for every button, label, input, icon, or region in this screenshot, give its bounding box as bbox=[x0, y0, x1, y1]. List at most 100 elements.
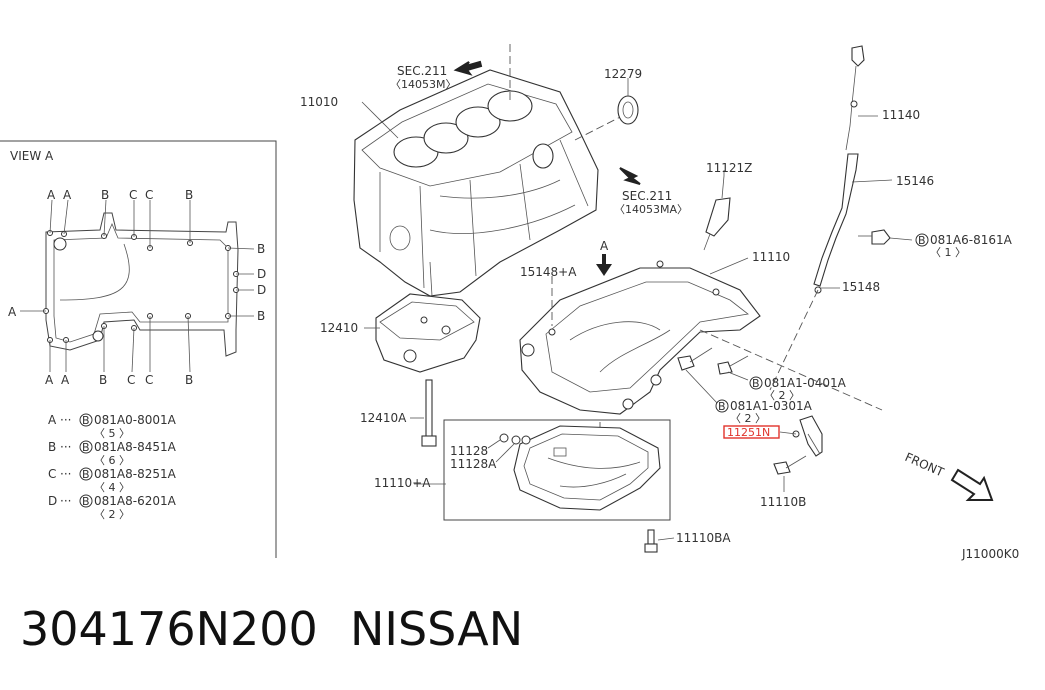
right-letter-2: D bbox=[257, 267, 266, 281]
svg-text:〈 5 〉: 〈 5 〉 bbox=[94, 427, 130, 440]
svg-text:B: B bbox=[918, 234, 926, 247]
label-11251n: 11251N bbox=[727, 426, 770, 439]
arrow-right-icon bbox=[619, 167, 641, 185]
footer-part-number: 304176N200 bbox=[20, 602, 318, 656]
top-letter-6: B bbox=[185, 188, 193, 202]
svg-text:B: B bbox=[82, 441, 90, 454]
label-leaders bbox=[361, 78, 913, 492]
oil-pan-upper-11110 bbox=[519, 260, 761, 415]
view-a-legend: A ··· B 081A0-8001A 〈 5 〉 B ··· B 081A8-… bbox=[48, 413, 177, 521]
svg-text:081A8-8451A: 081A8-8451A bbox=[94, 440, 177, 454]
svg-text:B: B bbox=[48, 440, 56, 454]
svg-text:081A0-8001A: 081A0-8001A bbox=[94, 413, 177, 427]
svg-text:SEC.211: SEC.211 bbox=[622, 189, 672, 203]
bolt-callout-081a1-0401a: B 081A1-0401A 〈 2 〉 bbox=[749, 376, 847, 402]
svg-text:〈 2 〉: 〈 2 〉 bbox=[764, 389, 800, 402]
legend-row-a: A ··· B 081A0-8001A 〈 5 〉 bbox=[48, 413, 177, 440]
svg-text:D: D bbox=[48, 494, 57, 508]
label-15146: 15146 bbox=[896, 174, 934, 188]
cylinder-block bbox=[353, 69, 599, 297]
bolt-marker-icon bbox=[915, 233, 929, 247]
svg-text:〈14053MA〉: 〈14053MA〉 bbox=[614, 203, 688, 216]
bolt-marker-icon bbox=[79, 413, 93, 427]
dipstick-11140 bbox=[845, 45, 865, 151]
top-letter-1: A bbox=[47, 188, 56, 202]
svg-text:B: B bbox=[82, 414, 90, 427]
label-11110b: 11110B bbox=[760, 495, 806, 509]
svg-text:〈 2 〉: 〈 2 〉 bbox=[730, 412, 766, 425]
svg-text:081A6-8161A: 081A6-8161A bbox=[930, 233, 1013, 247]
svg-text:081A8-6201A: 081A8-6201A bbox=[94, 494, 177, 508]
bottom-letter-5: C bbox=[145, 373, 153, 387]
svg-text:B: B bbox=[82, 495, 90, 508]
label-12279: 12279 bbox=[604, 67, 642, 81]
diagram-code: J11000K0 bbox=[961, 547, 1019, 561]
seal-12279 bbox=[617, 82, 639, 125]
bottom-letter-1: A bbox=[45, 373, 54, 387]
label-11128: 11128 bbox=[450, 444, 488, 458]
view-a-leaders bbox=[20, 199, 255, 373]
top-letter-4: C bbox=[129, 188, 137, 202]
oil-pump-12410 bbox=[375, 293, 481, 373]
part-11121z bbox=[703, 175, 731, 251]
bolt-callout-081a1-0301a: B 081A1-0301A 〈 2 〉 bbox=[715, 399, 813, 425]
legend-row-d: D ··· B 081A8-6201A 〈 2 〉 bbox=[48, 494, 177, 521]
drain-plug-11128 bbox=[487, 433, 521, 463]
svg-text:〈14053M〉: 〈14053M〉 bbox=[390, 78, 456, 91]
bolt-11110b bbox=[773, 455, 807, 475]
sec-211-arrow-left: SEC.211 〈14053M〉 bbox=[390, 60, 483, 91]
label-12410a: 12410A bbox=[360, 411, 407, 425]
bolt-marker-icon bbox=[715, 399, 729, 413]
svg-text:081A1-0401A: 081A1-0401A bbox=[764, 376, 847, 390]
svg-text:B: B bbox=[718, 400, 726, 413]
label-11010: 11010 bbox=[300, 95, 338, 109]
svg-text:B: B bbox=[82, 468, 90, 481]
front-arrow-icon bbox=[950, 468, 994, 501]
legend-row-b: B ··· B 081A8-8451A 〈 6 〉 bbox=[48, 440, 177, 467]
bolt-11110ba bbox=[644, 529, 675, 553]
label-11110: 11110 bbox=[752, 250, 790, 264]
oil-pan-lower-box bbox=[443, 419, 671, 521]
right-letter-4: B bbox=[257, 309, 265, 323]
view-a-letters: A A B C C B A A B C C B A B D D B bbox=[8, 188, 266, 387]
bolt-081a6 bbox=[858, 229, 891, 245]
label-15148a: 15148+A bbox=[520, 265, 577, 279]
bolt-081a1-0401a bbox=[717, 355, 749, 375]
label-12410: 12410 bbox=[320, 321, 358, 335]
view-a-arrow: A bbox=[596, 239, 612, 276]
bolt-081a1-0301a bbox=[677, 347, 713, 371]
svg-text:A: A bbox=[48, 413, 57, 427]
bottom-letter-6: B bbox=[185, 373, 193, 387]
arrow-down-icon bbox=[596, 264, 612, 276]
part-labels: 11010 12279 11121Z 11140 15146 15148+A 1… bbox=[300, 67, 934, 545]
bolt-marker-icon bbox=[79, 494, 93, 508]
svg-text:081A8-8251A: 081A8-8251A bbox=[94, 467, 177, 481]
bracket-11251n bbox=[792, 415, 823, 457]
svg-text:〈 4 〉: 〈 4 〉 bbox=[94, 481, 130, 494]
svg-text:···: ··· bbox=[60, 413, 71, 427]
svg-text:〈 6 〉: 〈 6 〉 bbox=[94, 454, 130, 467]
svg-text:···: ··· bbox=[60, 467, 71, 481]
svg-text:···: ··· bbox=[60, 494, 71, 508]
top-letter-5: C bbox=[145, 188, 153, 202]
view-a-bolt-points bbox=[43, 230, 239, 343]
front-indicator: FRONT bbox=[903, 450, 994, 501]
svg-text:〈 2 〉: 〈 2 〉 bbox=[94, 508, 130, 521]
footer-brand: NISSAN bbox=[350, 602, 523, 656]
arrow-left-icon bbox=[453, 60, 483, 76]
svg-text:081A1-0301A: 081A1-0301A bbox=[730, 399, 813, 413]
bottom-letter-3: B bbox=[99, 373, 107, 387]
svg-text:C: C bbox=[48, 467, 56, 481]
bottom-letter-2: A bbox=[61, 373, 70, 387]
bottom-letter-4: C bbox=[127, 373, 135, 387]
view-a-outline bbox=[45, 212, 239, 357]
sec-211-arrow-right: SEC.211 〈14053MA〉 bbox=[614, 167, 688, 216]
svg-text:B: B bbox=[752, 377, 760, 390]
left-letter: A bbox=[8, 305, 17, 319]
label-15148: 15148 bbox=[842, 280, 880, 294]
front-label: FRONT bbox=[903, 450, 947, 480]
svg-text:SEC.211: SEC.211 bbox=[397, 64, 447, 78]
label-11110a: 11110+A bbox=[374, 476, 431, 490]
